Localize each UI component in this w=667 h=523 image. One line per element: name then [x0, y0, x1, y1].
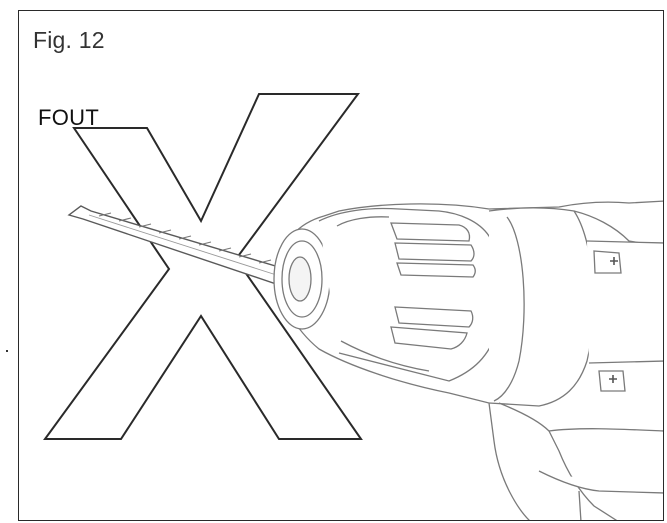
wrong-label: FOUT [38, 105, 100, 130]
x-mark-icon [43, 93, 363, 440]
stray-dot [6, 350, 8, 352]
figure-frame: Fig. 12 FOUT [18, 10, 664, 521]
figure-label: Fig. 12 [33, 27, 105, 53]
drill-illustration [43, 93, 663, 520]
drill-icon [273, 200, 663, 520]
